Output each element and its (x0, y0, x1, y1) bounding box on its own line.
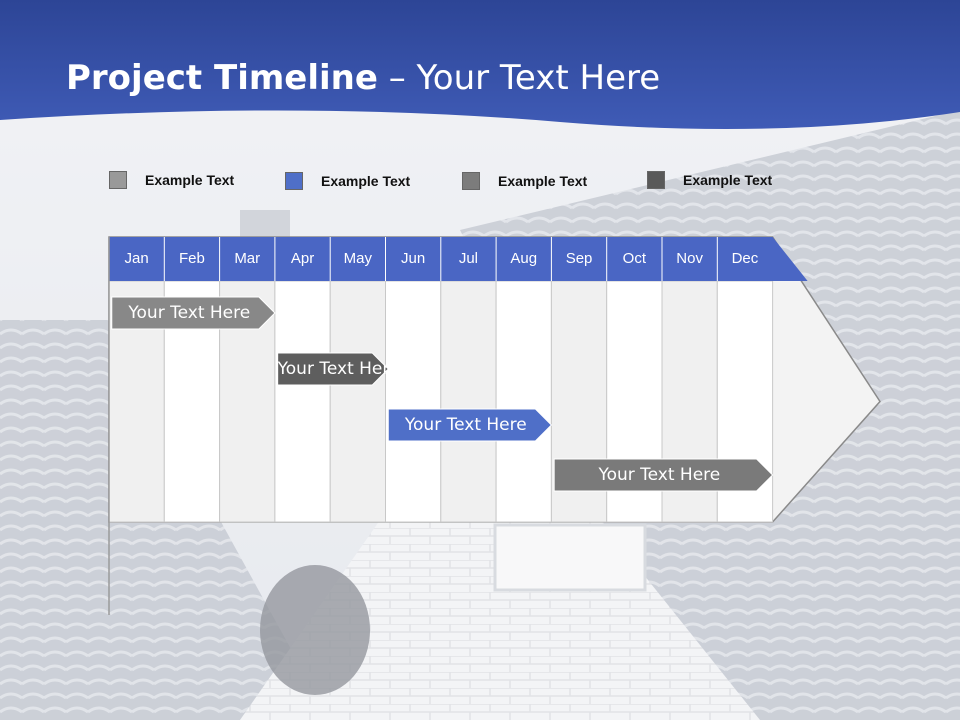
month-column (274, 280, 331, 523)
task-label-1: Your Text Here (128, 303, 251, 323)
month-column (440, 280, 497, 523)
legend-item-2: Example Text (285, 172, 410, 190)
month-label-aug: Aug (510, 250, 538, 267)
legend-swatch-2 (285, 172, 303, 190)
legend-label-1: Example Text (145, 172, 235, 188)
legend-label-4: Example Text (683, 172, 773, 188)
legend-label-2: Example Text (321, 173, 411, 189)
task-label-2: Your Text Here (277, 359, 400, 379)
legend-swatch-1 (109, 171, 127, 189)
month-label-dec: Dec (731, 250, 759, 267)
month-label-jan: Jan (124, 250, 149, 267)
legend-swatch-4 (647, 171, 665, 189)
month-label-mar: Mar (234, 250, 261, 267)
month-label-feb: Feb (179, 250, 205, 267)
month-column (329, 280, 387, 523)
slide-title: Project Timeline – Your Text Here (66, 58, 660, 98)
legend-label-3: Example Text (498, 173, 588, 189)
month-label-nov: Nov (676, 250, 703, 267)
month-column (385, 280, 442, 523)
legend-item-3: Example Text (462, 172, 587, 190)
month-label-jun: Jun (401, 250, 426, 267)
month-label-apr: Apr (290, 250, 315, 267)
task-bar-1 (111, 296, 276, 330)
month-label-oct: Oct (622, 250, 646, 267)
title-bold: Project Timeline (66, 58, 378, 98)
title-rest: – Your Text Here (377, 58, 661, 98)
month-column (495, 280, 552, 523)
task-bar-3 (387, 408, 553, 442)
legend-swatch-3 (462, 172, 480, 190)
legend-item-1: Example Text (109, 171, 234, 189)
timeline-header (109, 237, 808, 281)
task-label-3: Your Text Here (404, 415, 527, 435)
legend-item-4: Example Text (647, 171, 772, 189)
task-bar-2 (277, 352, 389, 386)
month-label-jul: Jul (458, 250, 479, 267)
task-label-4: Your Text Here (598, 465, 721, 485)
task-bar-4 (553, 458, 774, 492)
month-label-sep: Sep (565, 250, 593, 267)
month-label-may: May (343, 250, 372, 267)
